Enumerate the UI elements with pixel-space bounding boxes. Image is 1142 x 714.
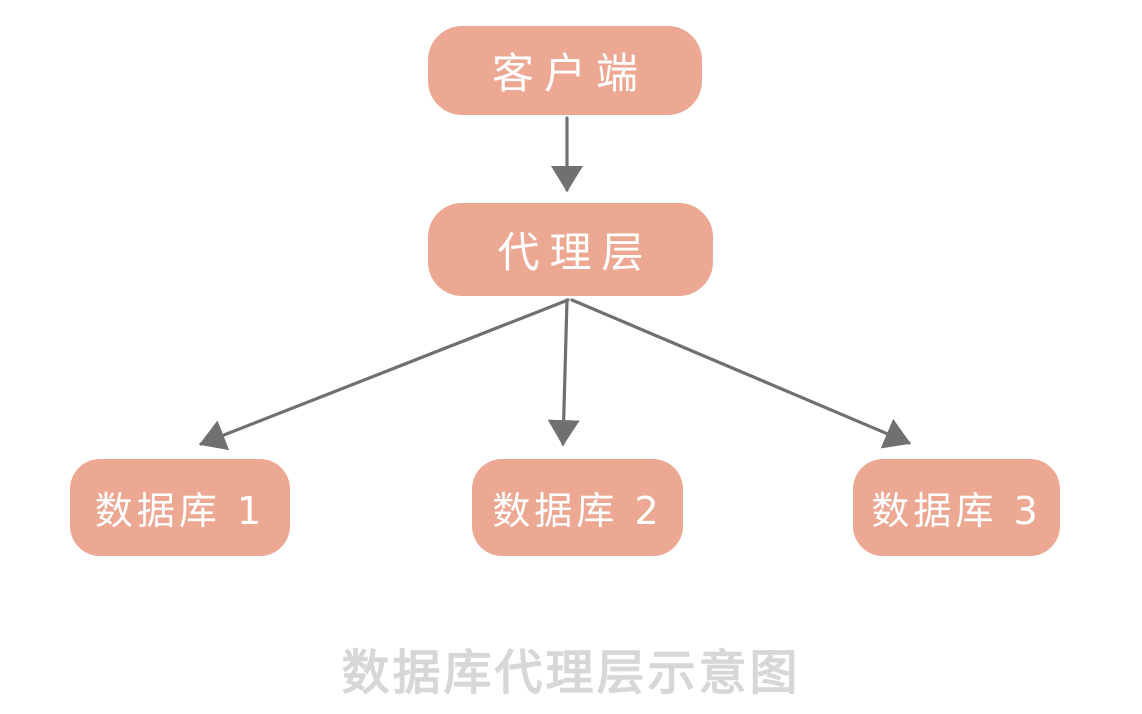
node-database-1: 数据库 1 bbox=[70, 459, 290, 556]
node-client: 客户端 bbox=[428, 26, 702, 115]
node-database-3-label: 数据库 3 bbox=[871, 489, 1042, 533]
diagram-caption: 数据库代理层示意图 bbox=[341, 645, 801, 701]
arrow-proxy-to-db1 bbox=[199, 298, 570, 451]
arrow-proxy-to-db3 bbox=[570, 298, 911, 449]
node-proxy: 代理层 bbox=[428, 203, 713, 296]
node-proxy-label: 代理层 bbox=[497, 228, 654, 277]
node-database-2-label: 数据库 2 bbox=[492, 489, 663, 533]
node-database-1-label: 数据库 1 bbox=[94, 489, 266, 533]
node-database-3: 数据库 3 bbox=[853, 459, 1060, 556]
node-database-2: 数据库 2 bbox=[472, 459, 683, 556]
arrow-proxy-to-db2 bbox=[547, 298, 580, 446]
node-client-label: 客户端 bbox=[491, 49, 648, 98]
